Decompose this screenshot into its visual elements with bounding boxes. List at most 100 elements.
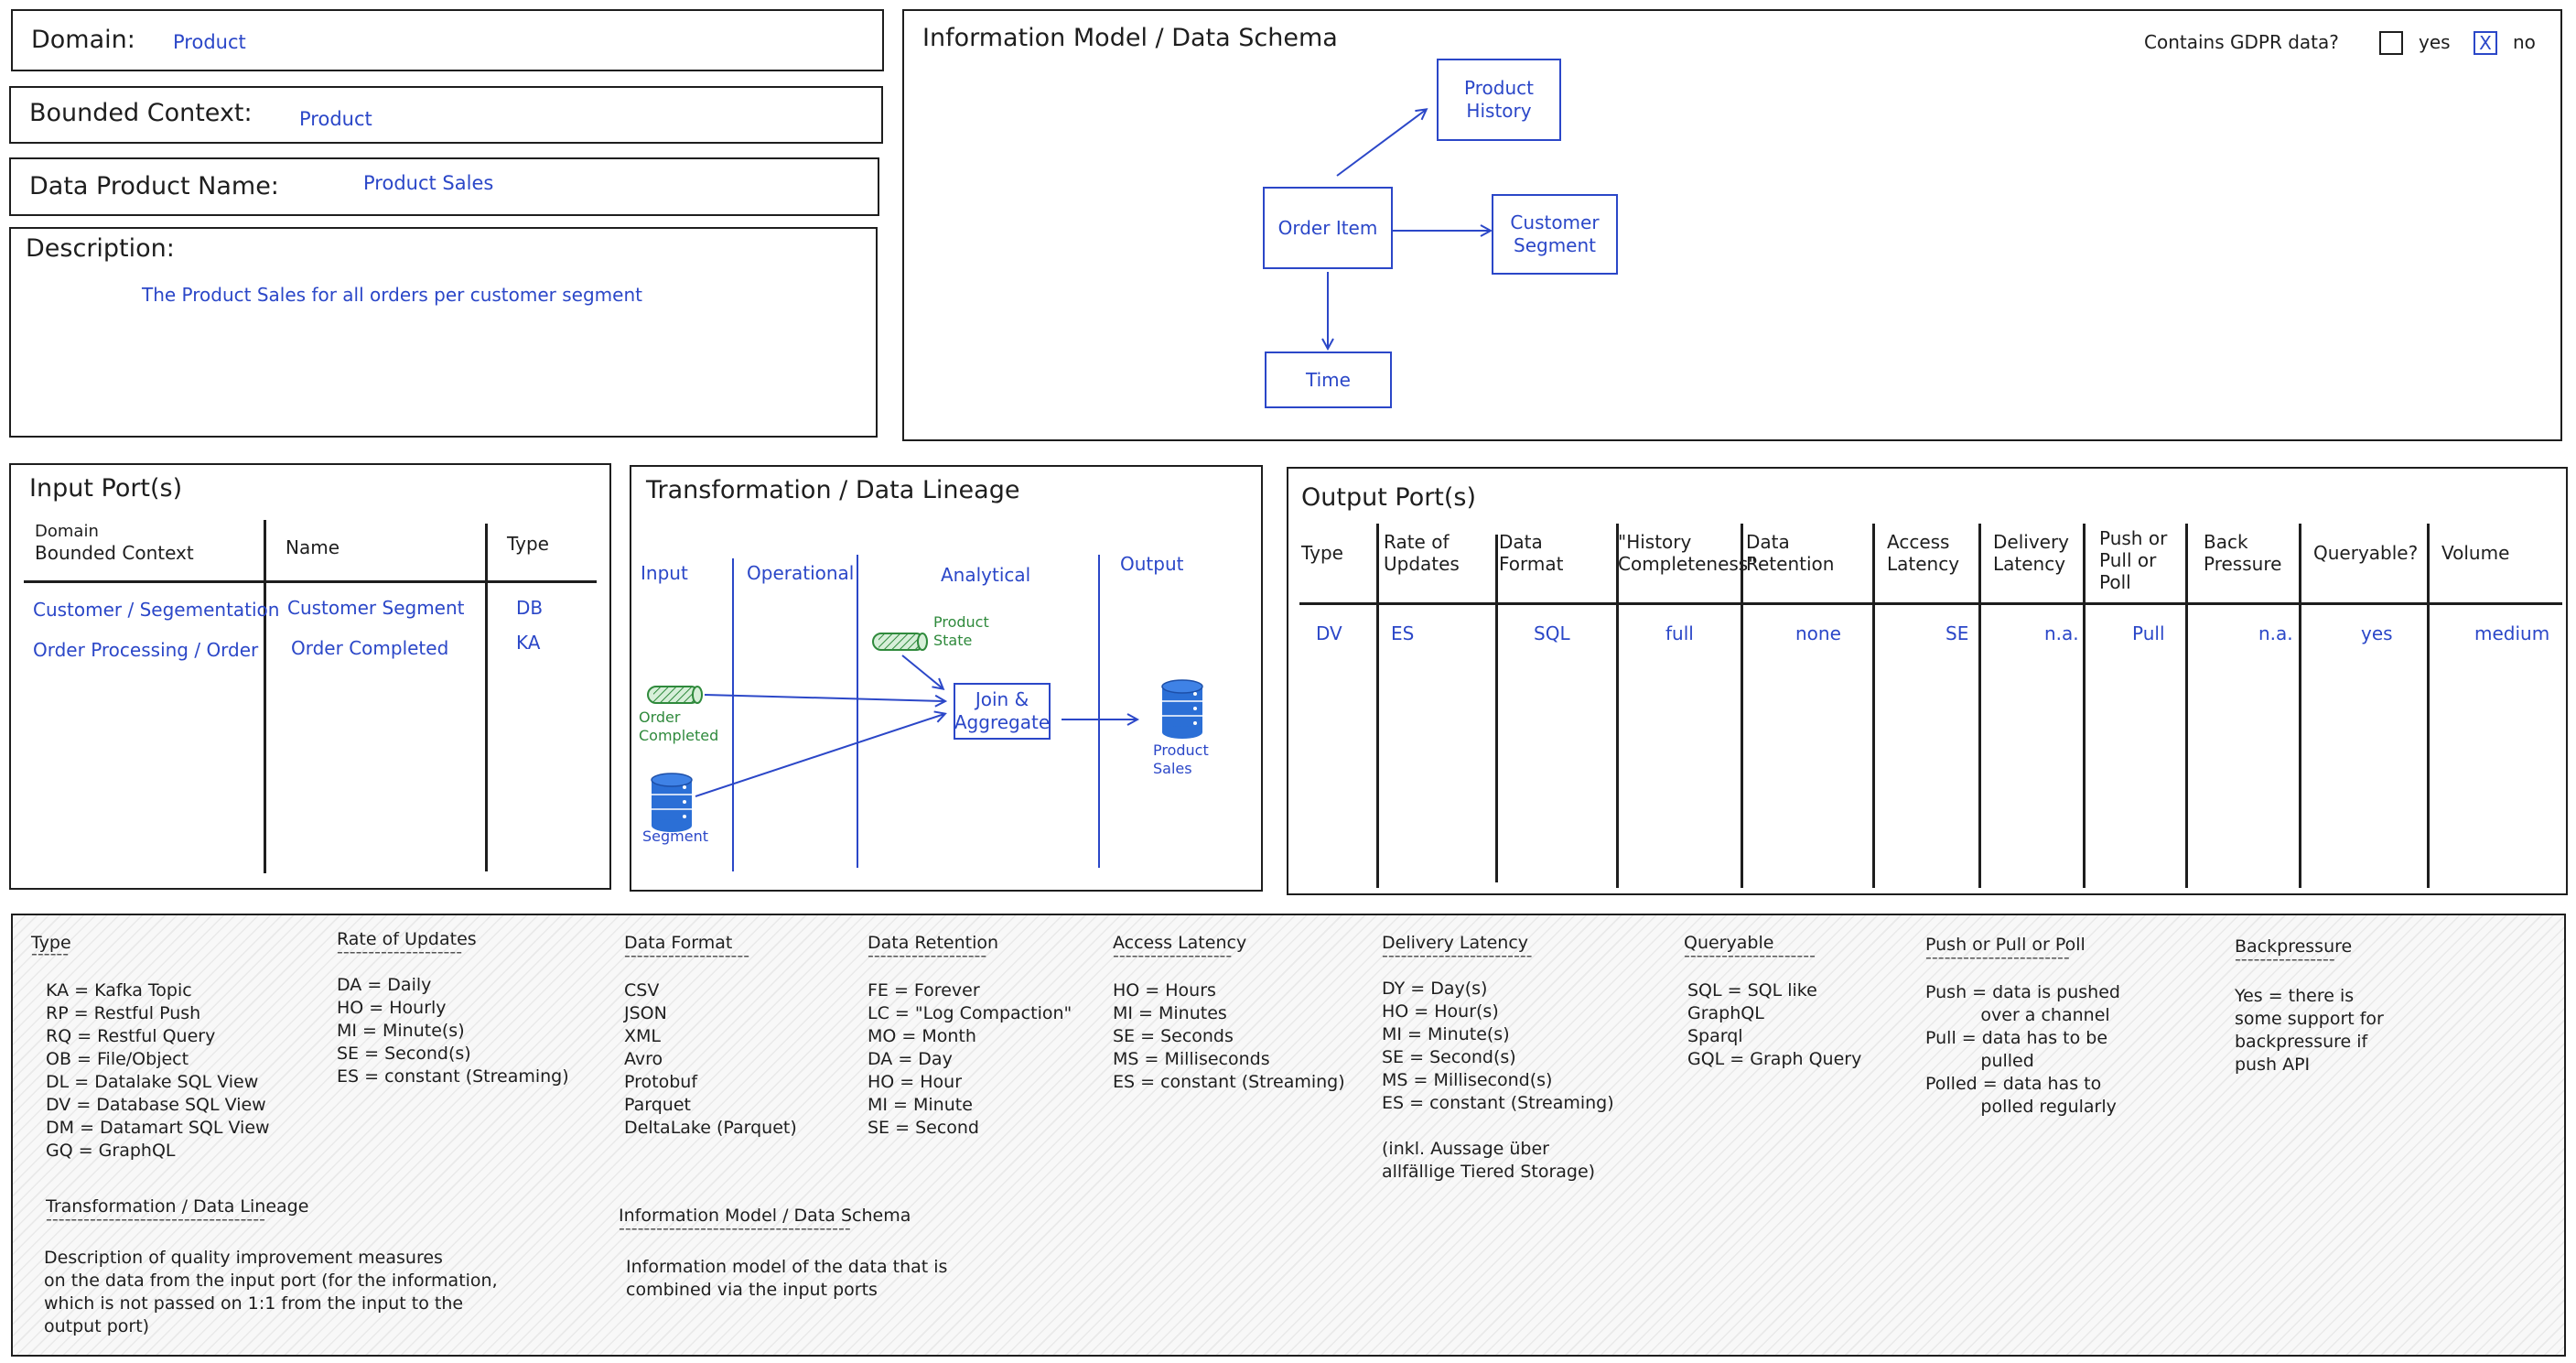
output-header-9: Back Pressure — [2204, 531, 2282, 575]
output-col-divider-9 — [2299, 524, 2301, 888]
lane-analytical-label: Analytical — [941, 564, 1031, 586]
input-col-type: Type — [507, 533, 549, 555]
legend-push-items: Push = data is pushed over a channel Pul… — [1925, 982, 2120, 1117]
legend-queryable-items: SQL = SQL like GraphQL Sparql GQL = Grap… — [1687, 980, 1862, 1069]
bounded-context-value[interactable]: Product — [299, 108, 372, 130]
arrow-order-to-history — [1336, 110, 1426, 177]
output-header-11: Volume — [2441, 542, 2510, 564]
lane-divider-3 — [1098, 555, 1100, 868]
output-value-10[interactable]: yes — [2361, 622, 2393, 644]
input-ports-title: Input Port(s) — [29, 474, 183, 503]
output-col-divider-7 — [2083, 524, 2086, 888]
domain-box: Domain: Product — [11, 9, 884, 71]
legend-rate-title: Rate of Updates — [337, 929, 477, 949]
legend-backpressure-underline: ---------------- — [2235, 949, 2335, 969]
segment-label: Segment — [642, 828, 708, 845]
domain-label: Domain: — [31, 26, 135, 54]
node-time[interactable]: Time — [1265, 352, 1392, 408]
legend-rate-items: DA = Daily HO = Hourly MI = Minute(s) SE… — [337, 975, 569, 1087]
legend-access-underline: ------------------- — [1113, 946, 1233, 966]
input-row-1-name[interactable]: Customer Segment — [287, 597, 465, 619]
legend-transformation-underline: ----------------------------------- — [46, 1209, 265, 1229]
transformation-box: Transformation / Data Lineage Input Oper… — [630, 465, 1263, 892]
data-product-name-label: Data Product Name: — [29, 172, 279, 200]
legend-box: Type ------ KA = Kafka Topic RP = Restfu… — [11, 914, 2566, 1357]
output-col-divider-10 — [2427, 524, 2430, 888]
output-header-5: Data Retention — [1746, 531, 1835, 575]
legend-queryable-underline: --------------------- — [1684, 946, 1816, 966]
output-col-divider-2 — [1495, 535, 1498, 882]
legend-backpressure-title: Backpressure — [2235, 936, 2353, 957]
gdpr-yes-label: yes — [2419, 31, 2451, 53]
input-row-2-domain[interactable]: Order Processing / Order — [33, 639, 259, 661]
lane-input-label: Input — [641, 562, 688, 584]
legend-info-model-underline: ------------------------------------- — [619, 1218, 851, 1239]
legend-retention-title: Data Retention — [868, 933, 999, 953]
node-product-history[interactable]: Product History — [1437, 59, 1561, 141]
output-header-10: Queryable? — [2313, 542, 2419, 564]
arrow-segment-to-join — [695, 714, 944, 797]
input-row-2-name[interactable]: Order Completed — [291, 637, 449, 659]
gdpr-yes-checkbox[interactable] — [2379, 31, 2403, 55]
legend-info-model-items: Information model of the data that is co… — [626, 1257, 948, 1300]
legend-type-title: Type — [31, 933, 71, 953]
legend-push-title: Push or Pull or Poll — [1925, 935, 2086, 955]
description-box: Description: The Product Sales for all o… — [9, 227, 878, 438]
output-header-8: Push or Pull or Poll — [2099, 527, 2168, 593]
output-value-3[interactable]: SQL — [1534, 622, 1570, 644]
output-value-1[interactable]: DV — [1316, 622, 1342, 644]
output-header-7: Delivery Latency — [1993, 531, 2070, 575]
data-product-name-value[interactable]: Product Sales — [363, 172, 494, 194]
output-value-2[interactable]: ES — [1391, 622, 1415, 644]
node-customer-segment[interactable]: Customer Segment — [1492, 194, 1618, 275]
input-header-divider — [24, 580, 597, 583]
output-value-5[interactable]: none — [1795, 622, 1841, 644]
output-col-divider-4 — [1741, 524, 1743, 888]
legend-delivery-underline: ------------------------ — [1382, 946, 1533, 966]
legend-format-items: CSV JSON XML Avro Protobuf Parquet Delta… — [624, 980, 797, 1138]
description-label: Description: — [26, 234, 175, 263]
output-value-11[interactable]: medium — [2474, 622, 2550, 644]
legend-format-underline: -------------------- — [624, 946, 750, 966]
input-ports-box: Input Port(s) Domain Bounded Context Nam… — [9, 463, 611, 890]
legend-transformation-title: Transformation / Data Lineage — [46, 1196, 309, 1217]
product-state-stream-icon — [872, 633, 928, 651]
gdpr-no-checkbox[interactable]: X — [2474, 31, 2497, 55]
legend-retention-items: FE = Forever LC = "Log Compaction" MO = … — [868, 980, 1072, 1138]
join-aggregate-node[interactable]: Join & Aggregate — [954, 683, 1051, 740]
output-value-8[interactable]: Pull — [2132, 622, 2165, 644]
transformation-title: Transformation / Data Lineage — [646, 476, 1020, 504]
gdpr-label: Contains GDPR data? — [2144, 31, 2339, 53]
description-value[interactable]: The Product Sales for all orders per cus… — [142, 284, 642, 306]
arrow-state-to-join — [901, 654, 943, 688]
lane-divider-1 — [732, 558, 734, 871]
legend-delivery-items: DY = Day(s) HO = Hour(s) MI = Minute(s) … — [1382, 979, 1614, 1182]
output-value-9[interactable]: n.a. — [2258, 622, 2293, 644]
node-order-item[interactable]: Order Item — [1263, 187, 1393, 269]
order-completed-label: Order Completed — [639, 709, 719, 744]
input-row-2-type[interactable]: KA — [516, 632, 541, 654]
input-col-name: Name — [286, 536, 340, 558]
legend-info-model-title: Information Model / Data Schema — [619, 1206, 911, 1226]
lineage-diagram — [647, 633, 1203, 832]
output-col-divider-3 — [1616, 524, 1619, 888]
input-row-1-type[interactable]: DB — [516, 597, 544, 619]
output-value-6[interactable]: SE — [1945, 622, 1969, 644]
order-completed-stream-icon — [647, 686, 703, 704]
legend-access-items: HO = Hours MI = Minutes SE = Seconds MS … — [1113, 980, 1345, 1092]
domain-value[interactable]: Product — [173, 31, 246, 53]
output-value-7[interactable]: n.a. — [2044, 622, 2079, 644]
output-header-4: "History Completeness" — [1618, 531, 1757, 575]
product-state-label: Product State — [933, 613, 989, 649]
lane-output-label: Output — [1120, 553, 1184, 575]
output-value-4[interactable]: full — [1665, 622, 1694, 644]
legend-access-title: Access Latency — [1113, 933, 1247, 953]
legend-rate-underline: -------------------- — [337, 942, 463, 962]
info-model-arrows — [904, 11, 2560, 439]
legend-retention-underline: ------------------- — [868, 946, 987, 966]
legend-delivery-title: Delivery Latency — [1382, 933, 1529, 953]
input-row-1-domain[interactable]: Customer / Segementation — [33, 599, 280, 621]
lane-operational-label: Operational — [747, 562, 855, 584]
data-product-name-box: Data Product Name: Product Sales — [9, 157, 879, 216]
